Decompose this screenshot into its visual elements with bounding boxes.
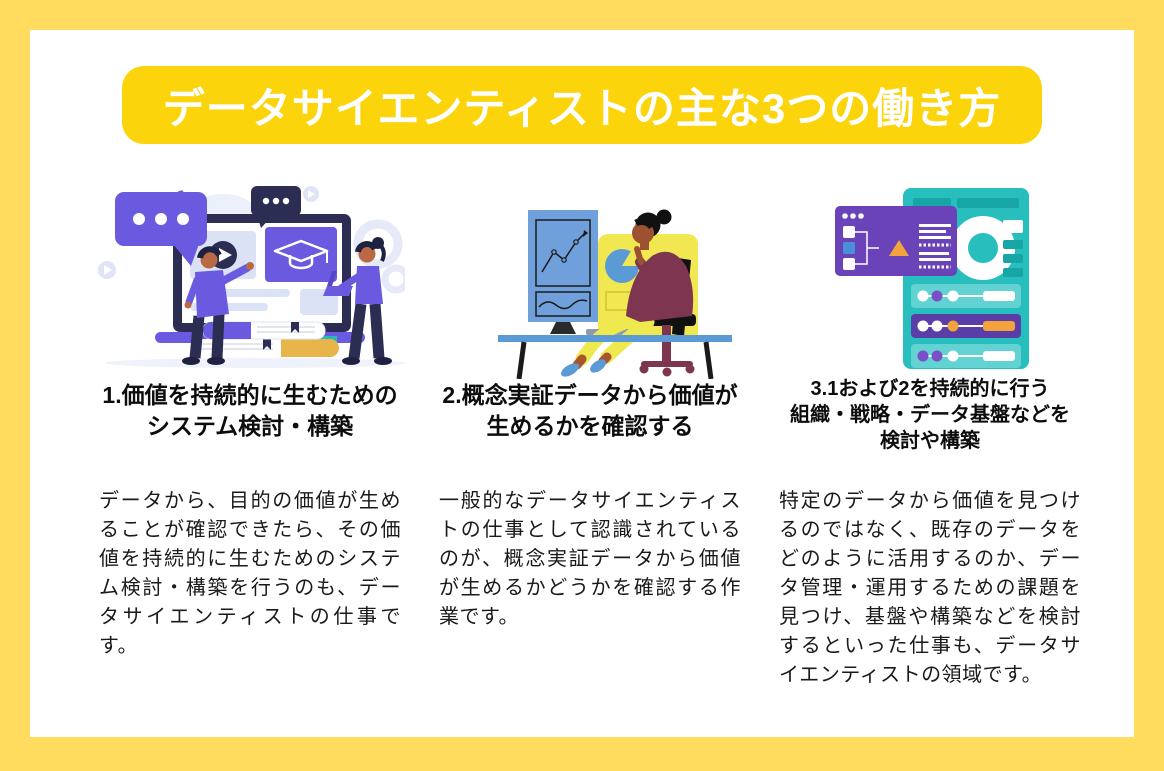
heading-line: システム検討・構築 (146, 413, 354, 439)
heading-line: 生めるかを確認する (486, 413, 694, 439)
graduation-cap-icon (265, 227, 337, 282)
donut-chart-icon (951, 216, 1015, 280)
column-1: 1.価値を持続的に生むための システム検討・構築 データから、目的の価値が生める… (85, 0, 415, 771)
play-chip-icon (98, 186, 319, 279)
slider-row (911, 344, 1021, 368)
woman-figure (560, 209, 694, 377)
pie-chart-icon (605, 249, 640, 283)
warning-triangle-icon (889, 240, 909, 256)
elearning-illustration (85, 186, 415, 376)
slider-row (911, 314, 1021, 338)
heading-line: 2.概念実証データから価値が (442, 382, 738, 408)
speech-bubble-dark-icon (251, 186, 301, 228)
person-left-figure (182, 246, 254, 365)
content-panel (30, 30, 1134, 737)
person-right-figure (323, 237, 392, 365)
column-3-body: 特定のデータから価値を見つけるのではなく、既存のデータをどのように活用するのか、… (779, 490, 1081, 686)
elearning-illustration-svg (98, 186, 411, 368)
page-title: データサイエンティストの主な3つの働き方 (162, 84, 1002, 132)
heading-line: 3.1および2を持続的に行う (810, 378, 1050, 400)
column-2: 2.概念実証データから価値が 生めるかを確認する 一般的なデータサイエンティスト… (425, 0, 755, 771)
column-3-heading: 3.1および2を持続的に行う 組織・戦略・データ基盤などを 検討や構築 (765, 376, 1095, 454)
line-chart-board-icon (528, 210, 598, 334)
column-2-body: 一般的なデータサイエンティストの仕事として認識されているのが、概念実証データから… (439, 490, 741, 628)
desk (498, 335, 732, 380)
ground-shadow (105, 358, 405, 368)
slider-row (911, 284, 1021, 308)
column-1-body: データから、目的の価値が生めることが確認できたら、その価値を持続的に生むためのシ… (99, 490, 401, 657)
dashboard-illustration-svg (835, 188, 1029, 369)
dashboard-illustration (765, 186, 1095, 376)
column-3: 3.1および2を持続的に行う 組織・戦略・データ基盤などを 検討や構築 特定のデ… (765, 0, 1095, 771)
title-banner: データサイエンティストの主な3つの働き方 (122, 66, 1042, 144)
heading-line: 組織・戦略・データ基盤などを (790, 404, 1070, 426)
thinking-woman-illustration (425, 194, 755, 384)
heading-line: 1.価値を持続的に生むための (102, 382, 398, 408)
column-2-heading: 2.概念実証データから価値が 生めるかを確認する (425, 380, 755, 442)
column-1-heading: 1.価値を持続的に生むための システム検討・構築 (85, 380, 415, 442)
thinking-woman-illustration-svg (498, 209, 732, 380)
flowchart-window (835, 206, 957, 276)
heading-line: 検討や構築 (880, 430, 980, 452)
speech-bubble-icon (115, 192, 207, 266)
